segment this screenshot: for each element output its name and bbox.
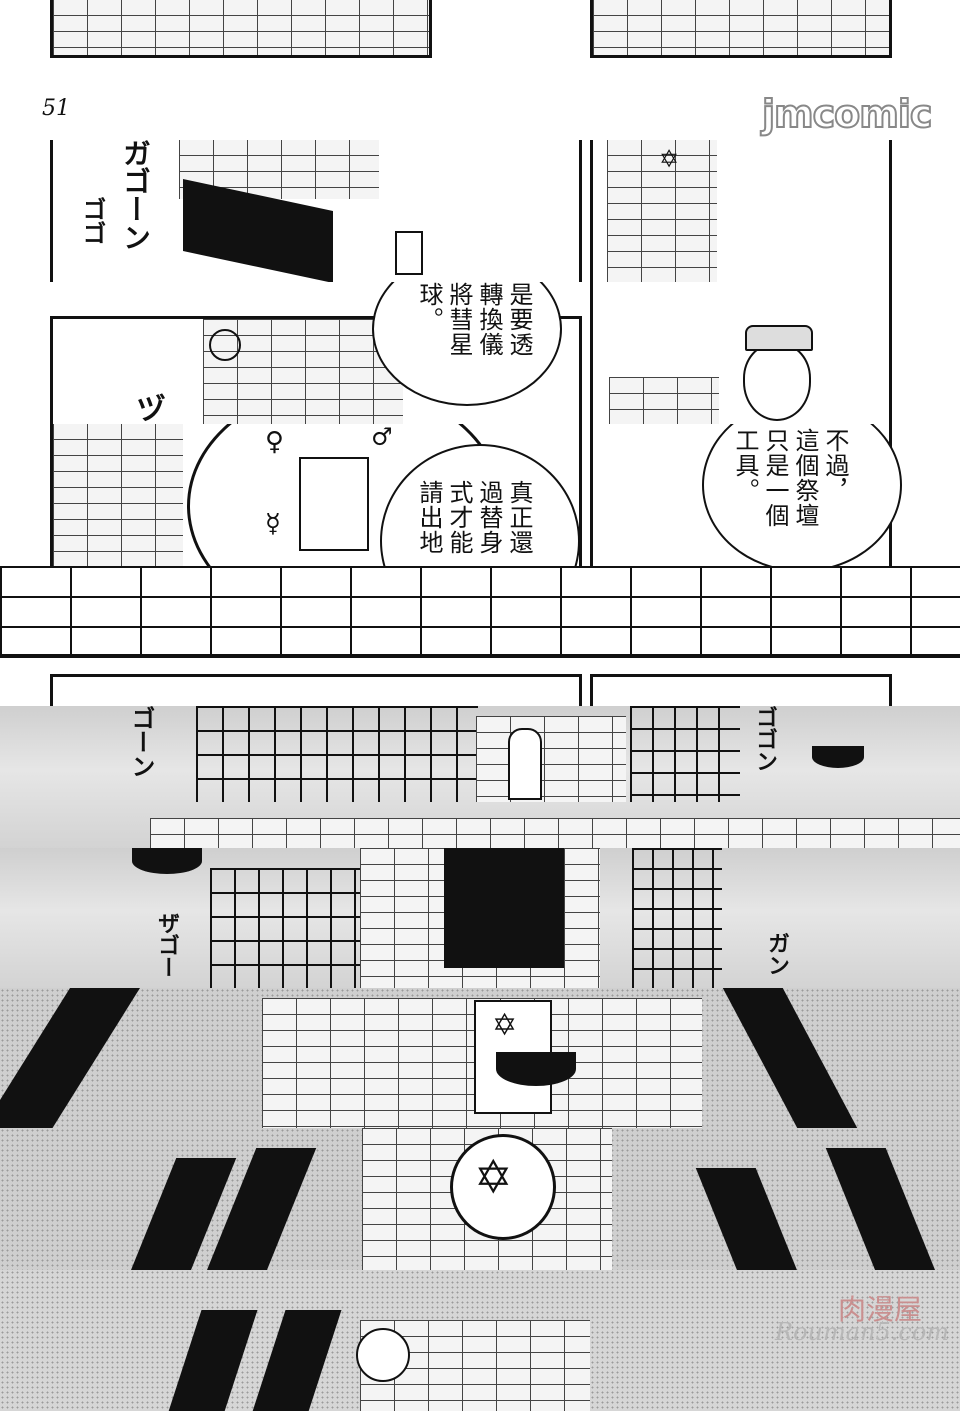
sfx-zagoo: ザゴー xyxy=(154,912,179,978)
strip-5-left-panel xyxy=(50,674,582,706)
strip-5 xyxy=(0,566,960,706)
mercury-icon: ☿ xyxy=(265,509,281,539)
strip-8: ✡ xyxy=(0,988,960,1128)
strip-2: ガゴーン ゴゴ ✡ xyxy=(0,140,960,282)
strip-5-right-panel xyxy=(590,674,892,706)
character-head xyxy=(743,343,811,421)
altar-panel: ヅ xyxy=(50,316,582,424)
strip-6: ゴーン ゴゴン xyxy=(0,706,960,848)
hexagram-icon: ✡ xyxy=(659,145,680,173)
left-wall xyxy=(53,424,183,566)
sfx-gogo: ゴゴ xyxy=(78,197,106,245)
scaffolding-right xyxy=(630,706,740,802)
speech-bubble-1 xyxy=(372,282,562,406)
speed-line-right xyxy=(722,988,858,1128)
speech-bubble-2 xyxy=(702,424,902,566)
tower-panel: ガゴーン ゴゴ xyxy=(50,140,582,282)
dark-block xyxy=(444,848,564,968)
scaffolding-mid xyxy=(210,868,360,988)
brick-divider xyxy=(0,654,960,657)
sfx-zu: ヅ xyxy=(130,393,165,423)
brick-wall xyxy=(0,566,960,658)
speed-line-left xyxy=(0,988,140,1128)
speed-line-left-4 xyxy=(162,1310,258,1411)
bell-panel: ✡ xyxy=(590,140,892,282)
watermark-bottom-1: 肉漫屋 xyxy=(838,1293,923,1326)
sfx-gagoon: ガゴーン xyxy=(119,140,152,251)
portrait-figure xyxy=(299,457,369,551)
magic-circle xyxy=(450,1134,556,1240)
sfx-goon: ゴーン xyxy=(127,706,155,778)
strip-4: ♀ ♂ ☿ 真正還過替身式才能請出地 不過，這個祭壇只是一個工具。 xyxy=(0,424,960,566)
top-strip xyxy=(0,0,960,62)
front-ledge xyxy=(150,818,960,848)
character-panel xyxy=(590,282,892,424)
speed-line-left-5 xyxy=(246,1310,342,1411)
crown-icon xyxy=(745,325,813,351)
bell-tower xyxy=(607,140,717,282)
speech-text-3: 真正還過替身式才能請出地 xyxy=(415,480,533,555)
watermark-top: jmcomic xyxy=(761,91,933,137)
mars-icon: ♂ xyxy=(371,424,393,451)
central-wall xyxy=(476,716,626,802)
venus-icon: ♀ xyxy=(265,427,285,457)
watermark-bottom-2: Rouman5.com xyxy=(775,1318,950,1346)
strip-3: ヅ 是要透轉換儀將彗星球。 xyxy=(0,282,960,424)
hexagram-icon-2: ✡ xyxy=(492,1008,518,1043)
scaffolding-right-2 xyxy=(632,848,722,988)
speed-line-right-2 xyxy=(695,1168,809,1270)
lamp-left xyxy=(132,848,202,874)
strip-10 xyxy=(0,1270,960,1411)
sfx-gan: ガン xyxy=(764,932,789,976)
bowl-icon xyxy=(812,746,864,768)
bowl-icon-2 xyxy=(496,1052,576,1086)
hexagram-icon-3: ✡ xyxy=(474,1150,513,1204)
distant-tower xyxy=(609,377,719,424)
top-right-panel xyxy=(590,0,892,58)
sfx-gogon: ゴゴン xyxy=(752,706,777,772)
strip-7: ザゴー ガン xyxy=(0,848,960,988)
tower-window xyxy=(395,231,423,275)
strip-9: ✡ xyxy=(0,1128,960,1270)
door-arch xyxy=(508,728,542,800)
speech-text-1: 是要透轉換儀將彗星球。 xyxy=(415,282,533,357)
page-number: 51 xyxy=(42,96,70,121)
top-left-panel xyxy=(50,0,432,58)
speech-text-2: 不過，這個祭壇只是一個工具。 xyxy=(731,428,849,528)
wheel-icon-2 xyxy=(356,1328,410,1382)
speed-line-right-3 xyxy=(825,1148,939,1270)
scaffolding-left xyxy=(196,706,478,802)
wheel-icon xyxy=(209,329,241,361)
